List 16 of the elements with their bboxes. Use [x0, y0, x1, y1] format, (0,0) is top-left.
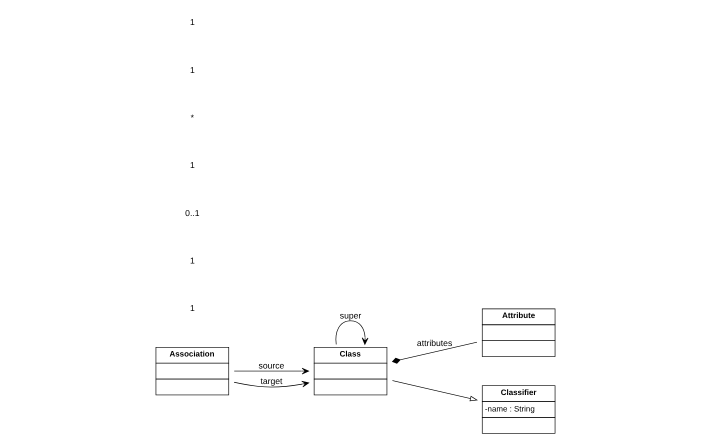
arrow — [233, 380, 309, 388]
label: 1 — [189, 255, 194, 266]
arrow — [335, 320, 368, 345]
edge-label: super — [339, 310, 361, 320]
edge-label: attributes — [416, 338, 452, 348]
edge-label: target — [260, 376, 282, 386]
edge-label: source — [258, 360, 284, 371]
label: 1 — [189, 303, 194, 314]
label: 1 — [189, 17, 194, 28]
label: 0..1 — [184, 208, 200, 218]
label: 1 — [189, 64, 194, 75]
arrow — [392, 380, 478, 402]
connector — [391, 342, 477, 364]
label: 1 — [189, 160, 194, 170]
arrow — [233, 368, 308, 374]
label: * — [190, 112, 194, 123]
